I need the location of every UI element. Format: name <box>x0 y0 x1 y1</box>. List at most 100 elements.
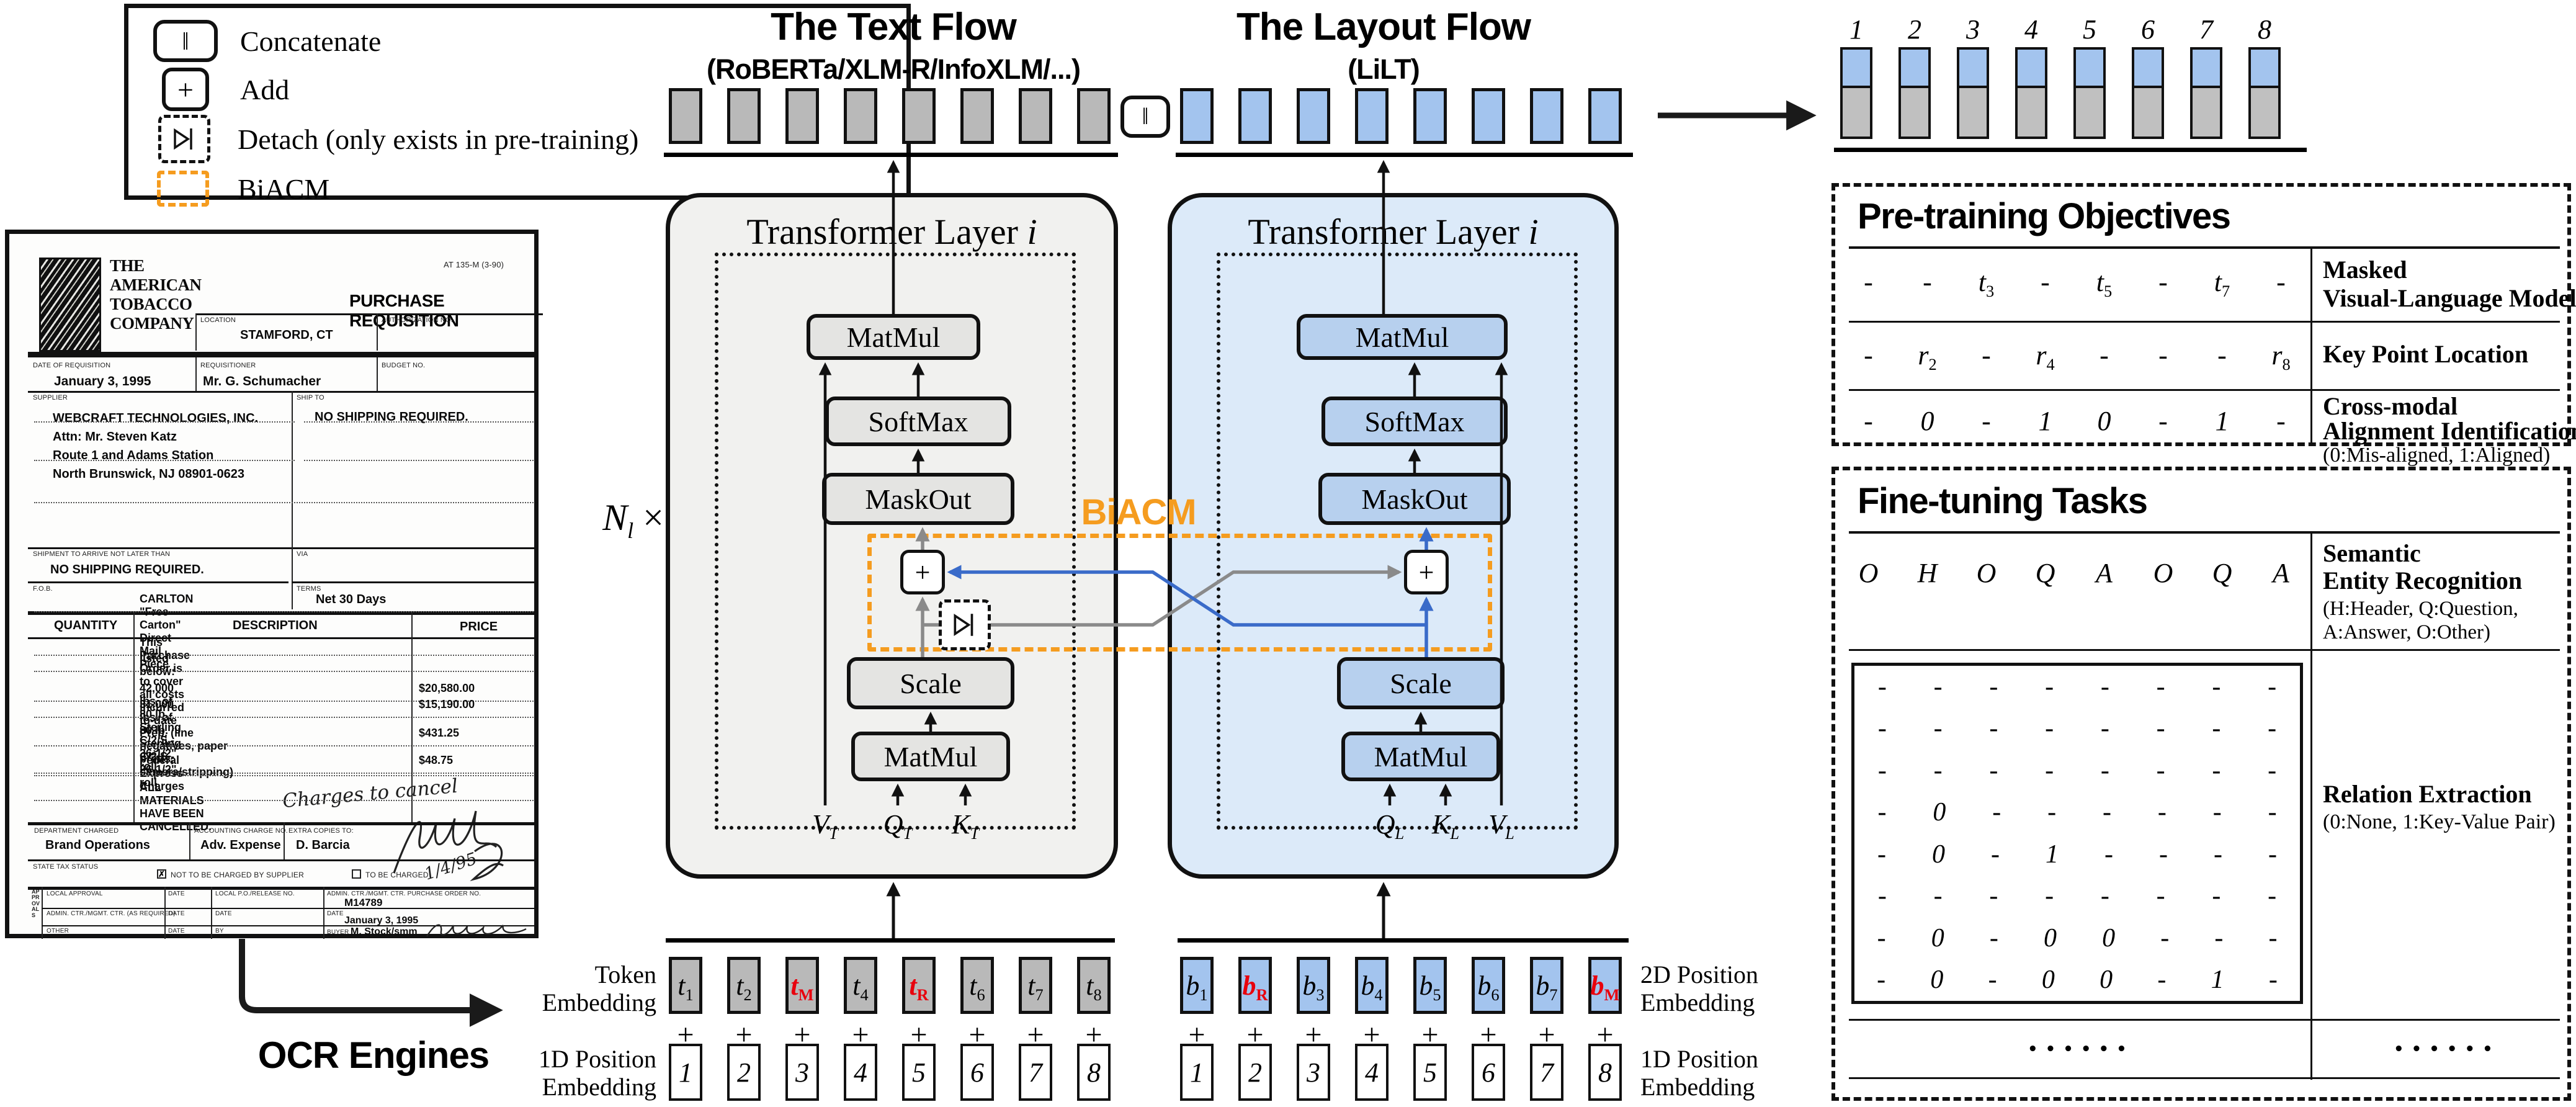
output-stack-box <box>1898 47 1931 139</box>
token-box <box>1355 88 1389 144</box>
attention-dotted-box <box>715 253 1076 830</box>
ocr-engines-label: OCR Engines <box>257 1034 490 1076</box>
legend-label: Detach (only exists in pre-training) <box>238 123 639 155</box>
layout-softmax: SoftMax <box>1322 397 1508 446</box>
layer-title: Transformer Layer i <box>746 212 1037 252</box>
kt-label: KT <box>951 809 980 843</box>
approval-cell: OTHER <box>47 928 69 934</box>
buyer-value: M. Stock/smm <box>351 926 418 937</box>
arrive-value: NO SHIPPING REQUIRED. <box>50 563 204 576</box>
pretraining-title: Pre-training Objectives <box>1858 196 2231 236</box>
token-box <box>785 88 819 144</box>
ship-to-label: SHIP TO <box>297 394 324 401</box>
token-box: t8 <box>1077 957 1111 1014</box>
cai-note: (0:Mis-aligned, 1:Aligned) <box>2323 444 2551 467</box>
token-box <box>960 88 994 144</box>
biacm-icon <box>157 171 209 207</box>
matrix-row: -0------ <box>1877 798 2277 827</box>
token-box: 1 <box>1180 1044 1214 1101</box>
ser-note: (H:Header, Q:Question,A:Answer, O:Other) <box>2323 598 2518 643</box>
output-stack-box <box>1840 47 1872 139</box>
token-box: 6 <box>1472 1044 1505 1101</box>
description-header: DESCRIPTION <box>233 619 318 632</box>
token-box: 5 <box>902 1044 936 1101</box>
checkbox-checked: ✗ <box>157 869 166 879</box>
requisitioner-label: REQUISITIONER <box>200 362 256 369</box>
vt-label: VT <box>812 809 838 843</box>
output-stack-box <box>2073 47 2106 139</box>
text-scale: Scale <box>847 657 1014 709</box>
token-box: 4 <box>1355 1044 1389 1101</box>
ellipsis-left: •••••• <box>2028 1040 2134 1059</box>
text-flow-subtitle: (RoBERTa/XLM-R/InfoXLM/...) <box>706 53 1081 85</box>
attention-dotted-box <box>1217 253 1578 830</box>
kl-label: KL <box>1431 809 1460 843</box>
matrix-row: -------- <box>1877 882 2277 911</box>
supplier-label: SUPPLIER <box>33 394 68 401</box>
approval-cell: LOCAL APPROVAL <box>47 890 103 897</box>
budget-label: BUDGET NO. <box>382 362 426 369</box>
token-box <box>902 88 936 144</box>
approval-cell: DATE <box>215 910 232 917</box>
detach-icon <box>954 613 973 637</box>
layout-output-tokens <box>1180 88 1622 144</box>
token-box: t2 <box>727 957 761 1014</box>
line-item-price: $15,190.00 <box>419 698 475 710</box>
fob-label: F.O.B. <box>33 585 53 593</box>
token-box: b5 <box>1413 957 1447 1014</box>
layout-flow-subtitle: (LiLT) <box>1348 53 1420 85</box>
mvlm-cells: --t3-t5-t7- <box>1864 267 2286 301</box>
tax-option-2: TO BE CHARGED <box>365 871 429 879</box>
approval-cell: LOCAL P.O./RELEASE NO. <box>215 890 295 897</box>
approval-cell: BUYER <box>327 929 349 936</box>
text-add-node: + <box>900 550 945 594</box>
layout-scale: Scale <box>1337 657 1505 709</box>
approval-cell: DATE <box>168 890 185 897</box>
text-softmax: SoftMax <box>825 397 1011 446</box>
token-box: 4 <box>844 1044 877 1101</box>
concatenate-node: ‖ <box>1120 96 1170 138</box>
tobacco-logo <box>39 258 101 352</box>
matrix-row: -------- <box>1877 756 2277 785</box>
token-box: 5 <box>1413 1044 1447 1101</box>
approval-cell: DATE <box>168 910 185 917</box>
matrix-row: -------- <box>1877 672 2277 701</box>
token-box: b4 <box>1355 957 1389 1014</box>
dept-label: DEPARTMENT CHARGED <box>34 827 119 835</box>
token-box <box>1077 88 1111 144</box>
token-box: bR <box>1238 957 1272 1014</box>
ql-label: QL <box>1375 809 1405 843</box>
terms-label: TERMS <box>297 585 321 593</box>
re-note: (0:None, 1:Key-Value Pair) <box>2323 810 2556 833</box>
ship-to-value: NO SHIPPING REQUIRED. <box>315 410 468 424</box>
terms-value: Net 30 Days <box>316 593 387 606</box>
approval-cell: BY <box>215 928 224 934</box>
requisitioner-value: Mr. G. Schumacher <box>203 374 321 388</box>
legend-item-detach: Detach (only exists in pre-training) <box>158 115 638 163</box>
output-embedding-row <box>1840 47 2281 139</box>
detach-node <box>939 599 991 650</box>
matrix-row: -------- <box>1877 714 2277 743</box>
date-label: DATE OF REQUISITION <box>33 362 111 369</box>
cai-label: Alignment Identification <box>2323 417 2576 445</box>
layout-matmul-top: MatMul <box>1297 314 1508 360</box>
token-box: 1 <box>669 1044 702 1101</box>
legend-label: Concatenate <box>240 25 382 57</box>
acct-value: Adv. Expense <box>200 838 281 852</box>
line-item-text: CARLTON "Free Carton" Direct Mail Piece <box>140 593 194 670</box>
cai-label: Cross-modal <box>2323 392 2458 420</box>
token-box <box>1297 88 1330 144</box>
layout-matmul-bottom: MatMul <box>1341 732 1500 781</box>
text-matmul-top: MatMul <box>807 314 980 360</box>
buyer-signature <box>426 924 527 937</box>
approval-cell: ADMIN. CTR./MGMT. CTR. PURCHASE ORDER NO… <box>327 890 481 897</box>
